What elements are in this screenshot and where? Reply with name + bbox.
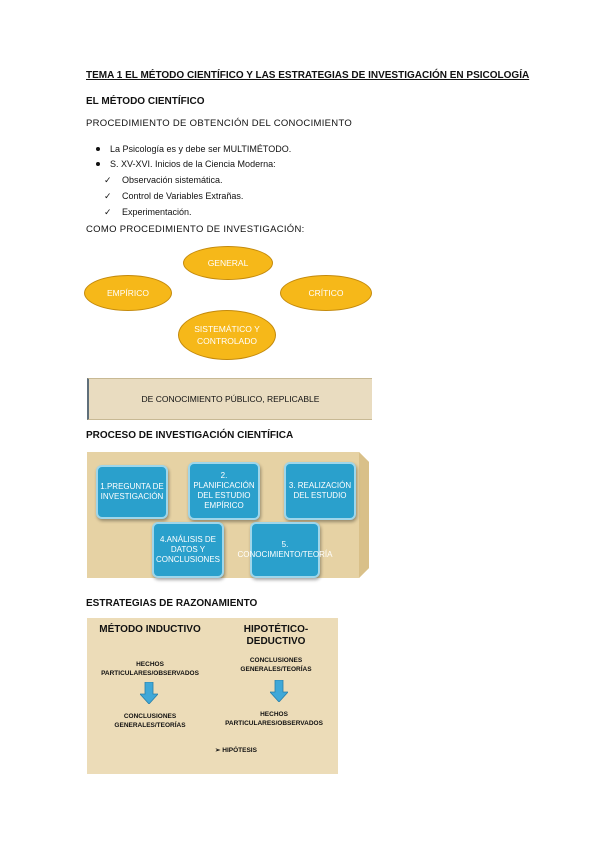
inductivo-top-text: HECHOS PARTICULARES/OBSERVADOS bbox=[101, 661, 199, 677]
deductivo-bottom-text: HECHOS PARTICULARES/OBSERVADOS bbox=[225, 711, 323, 727]
check-item: ✓ Experimentación. bbox=[104, 204, 243, 220]
process-step-3: 3. REALIZACIÓN DEL ESTUDIO bbox=[284, 462, 356, 520]
section-metodo-heading: EL MÉTODO CIENTÍFICO bbox=[86, 96, 205, 107]
inductivo-title: MÉTODO INDUCTIVO bbox=[99, 624, 201, 635]
check-text: Control de Variables Extrañas. bbox=[122, 191, 244, 201]
checkmark-icon: ✓ bbox=[104, 207, 112, 217]
hipotesis-text: HIPÓTESIS bbox=[222, 747, 257, 754]
process-step-text: 5. CONOCIMIENTO/TEORÍA bbox=[237, 540, 333, 559]
process-step-1: 1.PREGUNTA DE INVESTIGACIÓN bbox=[96, 465, 168, 519]
conocimiento-publico-banner: DE CONOCIMIENTO PÚBLICO, REPLICABLE bbox=[87, 378, 372, 420]
checkmark-icon: ✓ bbox=[104, 175, 112, 185]
arrow-bullet-icon: ➢ bbox=[215, 747, 223, 754]
process-step-text: 4.ANÁLISIS DE DATOS Y CONCLUSIONES bbox=[155, 535, 220, 564]
estrategias-heading: ESTRATEGIAS DE RAZONAMIENTO bbox=[86, 598, 258, 609]
oval-general: GENERAL bbox=[183, 246, 273, 280]
check-list: ✓ Observación sistemática. ✓ Control de Va… bbox=[104, 172, 243, 220]
hipotesis-item: ➢ HIPÓTESIS bbox=[215, 746, 257, 755]
down-arrow-icon bbox=[270, 680, 288, 702]
down-arrow-icon bbox=[140, 682, 158, 704]
bullet-item: S. XV-XVI. Inicios de la Ciencia Moderna… bbox=[96, 157, 291, 172]
document-title: TEMA 1 EL MÉTODO CIENTÍFICO Y LAS ESTRAT… bbox=[86, 70, 530, 81]
process-bg-edge bbox=[359, 452, 369, 578]
bullet-item: La Psicología es y debe ser MULTIMÉTODO. bbox=[96, 142, 291, 157]
process-step-5: 5. CONOCIMIENTO/TEORÍA bbox=[238, 522, 332, 578]
banner-text: DE CONOCIMIENTO PÚBLICO, REPLICABLE bbox=[141, 394, 320, 404]
check-text: Experimentación. bbox=[122, 207, 192, 217]
reasoning-box: MÉTODO INDUCTIVO HECHOS PARTICULARES/OBS… bbox=[87, 618, 338, 774]
inductivo-bottom-text: CONCLUSIONES GENERALES/TEORÍAS bbox=[114, 713, 186, 729]
bullet-dot-icon bbox=[96, 162, 100, 166]
procedimiento-heading: PROCEDIMIENTO DE OBTENCIÓN DEL CONOCIMIE… bbox=[86, 118, 353, 129]
oval-sistematico: SISTEMÁTICO Y CONTROLADO bbox=[178, 310, 276, 360]
process-step-text: 2. PLANIFICACIÓN DEL ESTUDIO EMPÍRICO bbox=[193, 471, 255, 510]
oval-empirico: EMPÍRICO bbox=[84, 275, 172, 311]
process-step-text: 1.PREGUNTA DE INVESTIGACIÓN bbox=[100, 482, 164, 501]
check-item: ✓ Observación sistemática. bbox=[104, 172, 243, 188]
proceso-heading: PROCESO DE INVESTIGACIÓN CIENTÍFICA bbox=[86, 430, 294, 441]
check-text: Observación sistemática. bbox=[122, 175, 223, 185]
bullet-text: La Psicología es y debe ser MULTIMÉTODO. bbox=[110, 144, 292, 154]
como-heading: COMO PROCEDIMIENTO DE INVESTIGACIÓN: bbox=[86, 224, 305, 235]
process-step-text: 3. REALIZACIÓN DEL ESTUDIO bbox=[288, 481, 352, 500]
process-step-2: 2. PLANIFICACIÓN DEL ESTUDIO EMPÍRICO bbox=[188, 462, 260, 520]
oval-critico: CRÍTICO bbox=[280, 275, 372, 311]
check-item: ✓ Control de Variables Extrañas. bbox=[104, 188, 243, 204]
process-step-4: 4.ANÁLISIS DE DATOS Y CONCLUSIONES bbox=[152, 522, 224, 578]
bullet-list: La Psicología es y debe ser MULTIMÉTODO.… bbox=[96, 142, 291, 172]
deductivo-top-text: CONCLUSIONES GENERALES/TEORÍAS bbox=[240, 657, 312, 673]
bullet-text: S. XV-XVI. Inicios de la Ciencia Moderna… bbox=[110, 159, 276, 169]
bullet-dot-icon bbox=[96, 147, 100, 151]
deductivo-title: HIPOTÉTICO-DEDUCTIVO bbox=[243, 624, 309, 647]
checkmark-icon: ✓ bbox=[104, 191, 112, 201]
